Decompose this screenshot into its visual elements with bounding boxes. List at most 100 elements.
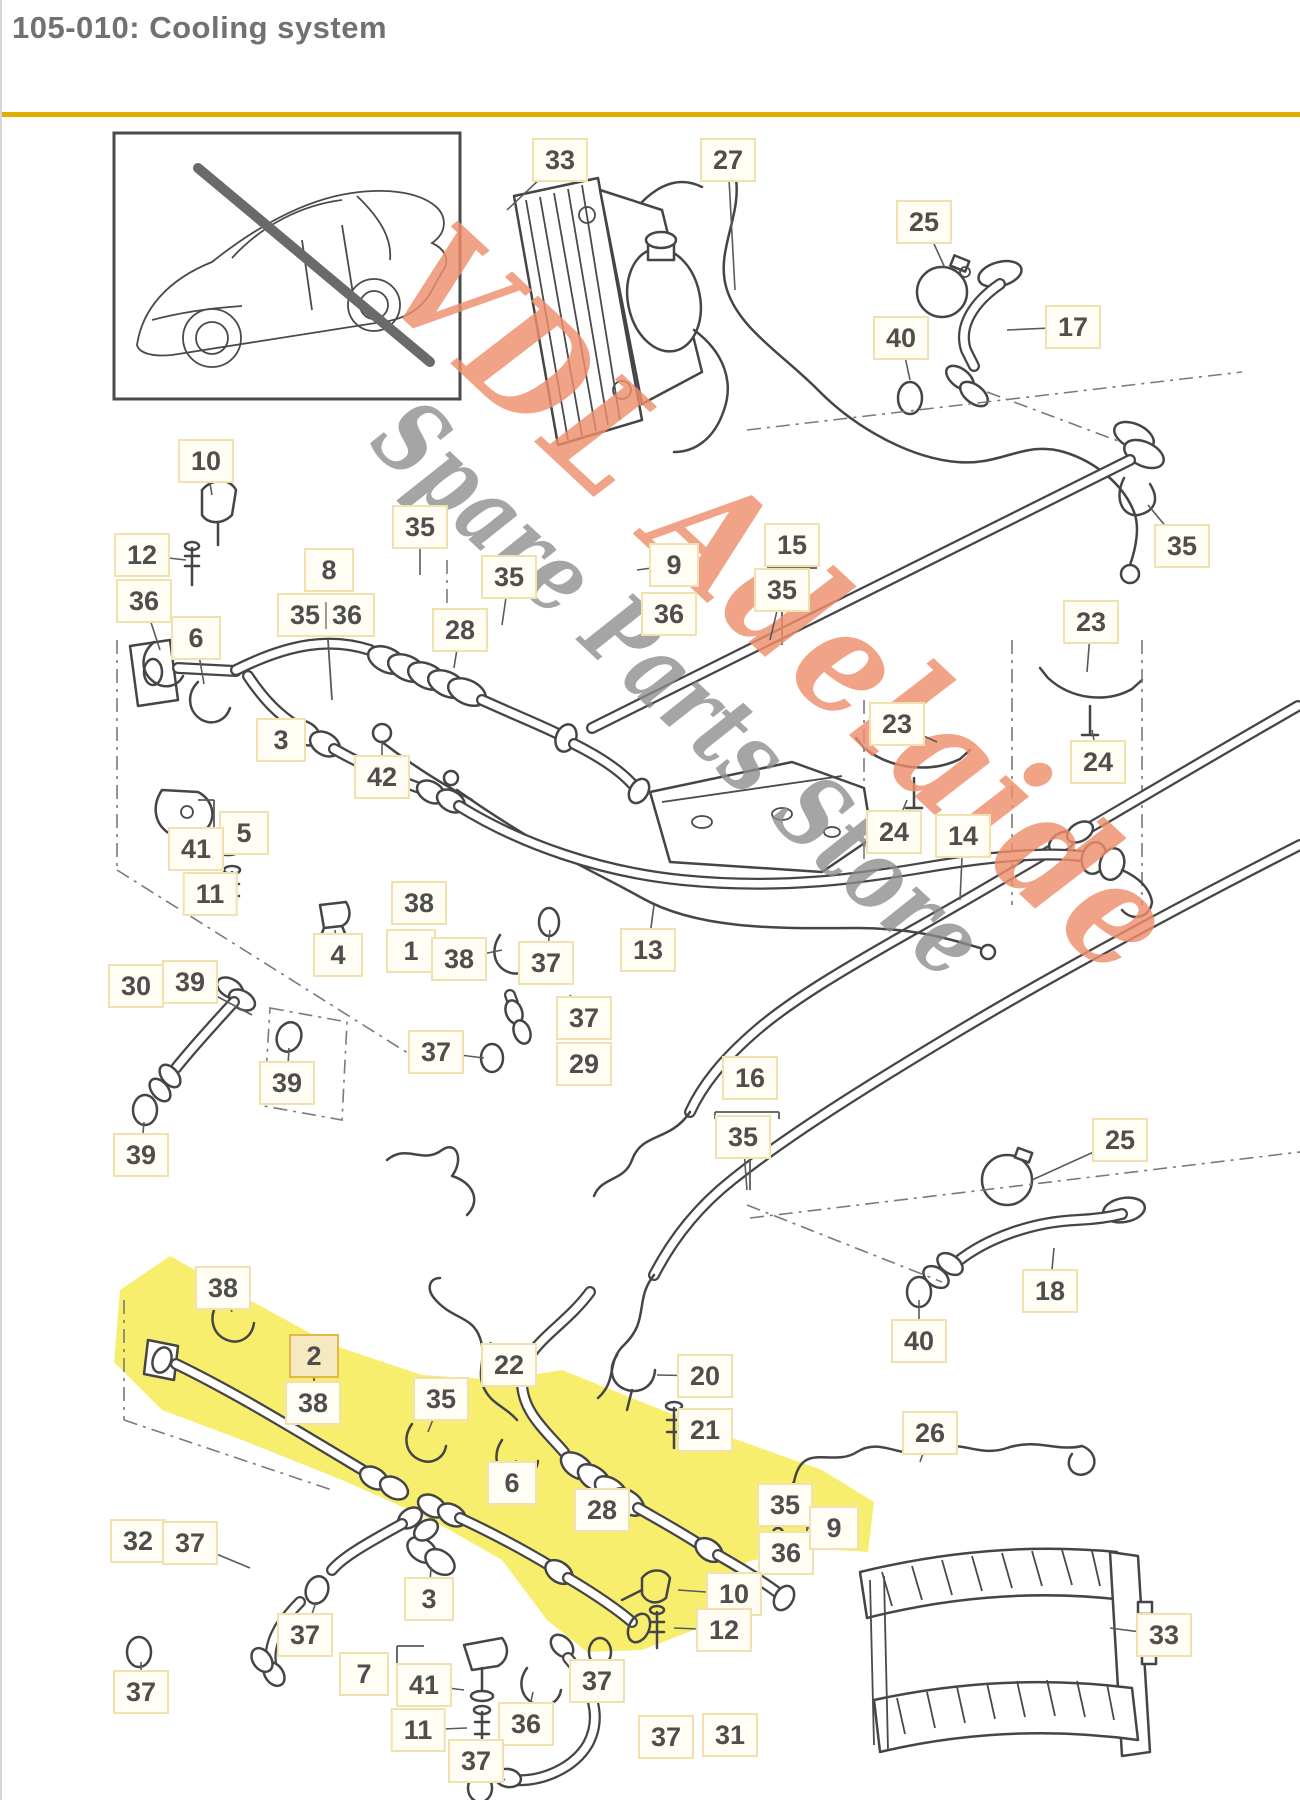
part-label-36[interactable]: 36: [115, 579, 173, 623]
part-label-40[interactable]: 40: [890, 1319, 948, 1363]
part-label-36[interactable]: 36: [757, 1531, 815, 1575]
part-label-3[interactable]: 3: [404, 1577, 454, 1621]
part-number: 13: [632, 934, 664, 965]
part-label-6[interactable]: 6: [171, 616, 221, 660]
part-label-30[interactable]: 30: [107, 964, 165, 1008]
part-label-42[interactable]: 42: [353, 755, 411, 799]
part-label-41[interactable]: 41: [395, 1663, 453, 1707]
part-label-24[interactable]: 24: [1069, 740, 1127, 784]
part-label-18[interactable]: 18: [1021, 1269, 1079, 1313]
part-label-32[interactable]: 32: [109, 1519, 167, 1563]
part-number: 39: [271, 1067, 303, 1098]
part-label-25[interactable]: 25: [895, 200, 953, 244]
part-label-20[interactable]: 20: [676, 1354, 734, 1398]
part-label-11[interactable]: 11: [182, 872, 238, 916]
part-number: 28: [444, 614, 476, 645]
part-number: 37: [174, 1527, 206, 1558]
part-number: 23: [1075, 606, 1107, 637]
part-number: 6: [188, 622, 204, 653]
part-label-2[interactable]: 2: [289, 1334, 339, 1378]
part-label-37[interactable]: 37: [447, 1739, 505, 1783]
part-label-4[interactable]: 4: [313, 933, 363, 977]
part-label-36[interactable]: 36: [640, 592, 698, 636]
part-number: 6: [504, 1467, 520, 1498]
part-label-9[interactable]: 9: [809, 1506, 859, 1550]
part-label-37[interactable]: 37: [112, 1670, 170, 1714]
part-label-26[interactable]: 26: [901, 1411, 959, 1455]
part-label-28[interactable]: 28: [431, 608, 489, 652]
hose-30-39: [131, 976, 348, 1127]
mounting-brackets-23-24: [854, 640, 1144, 905]
part-label-40[interactable]: 40: [872, 316, 930, 360]
part-label-13[interactable]: 13: [619, 928, 677, 972]
part-label-38[interactable]: 38: [284, 1381, 342, 1425]
bottom-radiator-33: [858, 1547, 1158, 1758]
part-label-16[interactable]: 16: [721, 1056, 779, 1100]
part-label-39[interactable]: 39: [161, 960, 219, 1004]
part-label-38[interactable]: 38: [390, 881, 448, 925]
part-label-36[interactable]: 36: [497, 1702, 555, 1746]
part-label-17[interactable]: 17: [1044, 305, 1102, 349]
part-number: 12: [708, 1614, 740, 1645]
part-label-14[interactable]: 14: [934, 814, 992, 858]
part-label-37[interactable]: 37: [555, 996, 613, 1040]
part-number: 8: [321, 554, 337, 585]
header-divider: [2, 112, 1300, 117]
part-label-39[interactable]: 39: [112, 1133, 170, 1177]
part-number: 36: [510, 1708, 542, 1739]
part-label-1[interactable]: 1: [386, 929, 436, 973]
part-label-12[interactable]: 12: [113, 533, 171, 577]
part-label-37[interactable]: 37: [276, 1613, 334, 1657]
part-label-3[interactable]: 3: [256, 718, 306, 762]
part-label-12[interactable]: 12: [695, 1608, 753, 1652]
part-number: 35: [766, 574, 798, 605]
part-number: 36: [653, 598, 685, 629]
part-label-33[interactable]: 33: [1135, 1613, 1193, 1657]
part-label-29[interactable]: 29: [555, 1042, 613, 1086]
part-number: 17: [1057, 311, 1089, 342]
part-label-25[interactable]: 25: [1091, 1118, 1149, 1162]
part-label-7[interactable]: 7: [339, 1652, 389, 1696]
part-label-35[interactable]: 35: [480, 555, 538, 599]
part-number: 20: [689, 1360, 721, 1391]
part-label-31[interactable]: 31: [701, 1713, 759, 1757]
part-label-35[interactable]: 35: [412, 1377, 470, 1421]
part-label-9[interactable]: 9: [649, 543, 699, 587]
part-label-35[interactable]: 35: [753, 568, 811, 612]
part-label-22[interactable]: 22: [480, 1343, 538, 1387]
part-label-6[interactable]: 6: [487, 1461, 537, 1505]
part-label-35[interactable]: 35: [391, 505, 449, 549]
part-label-38[interactable]: 38: [194, 1266, 252, 1310]
part-label-38[interactable]: 38: [430, 937, 488, 981]
part-number: 39: [125, 1139, 157, 1170]
part-label-41[interactable]: 41: [167, 827, 225, 871]
part-label-23[interactable]: 23: [868, 702, 926, 746]
part-label-23[interactable]: 23: [1062, 600, 1120, 644]
part-label-39[interactable]: 39: [258, 1061, 316, 1105]
part-label-35[interactable]: 35: [756, 1483, 814, 1527]
part-number: 36: [128, 585, 160, 616]
part-label-33[interactable]: 33: [531, 138, 589, 182]
part-label-10[interactable]: 10: [177, 439, 235, 483]
part-label-37[interactable]: 37: [517, 941, 575, 985]
part-label-24[interactable]: 24: [865, 810, 923, 854]
part-number: 41: [408, 1669, 440, 1700]
part-label-37[interactable]: 37: [637, 1715, 695, 1759]
part-label-11[interactable]: 11: [390, 1708, 446, 1752]
part-label-35[interactable]: 35: [1153, 524, 1211, 568]
part-label-37[interactable]: 37: [161, 1521, 219, 1565]
part-label-5[interactable]: 5: [219, 811, 269, 855]
part-number: 10: [190, 445, 222, 476]
page-title: 105-010: Cooling system: [12, 10, 388, 45]
part-label-37[interactable]: 37: [407, 1030, 465, 1074]
part-number: 12: [126, 539, 158, 570]
part-number: 23: [881, 708, 913, 739]
part-label-15[interactable]: 15: [763, 523, 821, 567]
part-label-37[interactable]: 37: [568, 1659, 626, 1703]
part-label-28[interactable]: 28: [573, 1488, 631, 1532]
part-label-35[interactable]: 35: [714, 1115, 772, 1159]
part-label-27[interactable]: 27: [699, 138, 757, 182]
part-label-21[interactable]: 21: [676, 1408, 734, 1452]
part-label-8[interactable]: 8: [304, 548, 354, 592]
